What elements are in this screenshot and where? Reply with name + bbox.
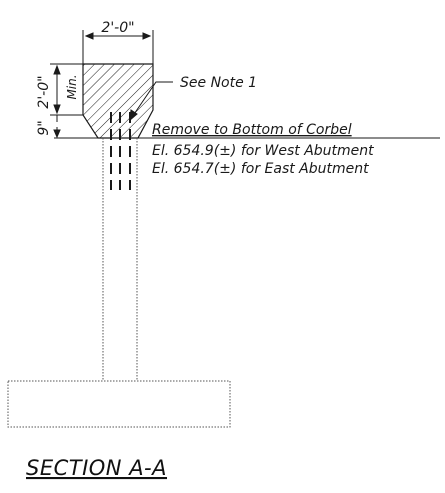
section-title: SECTION A-A	[26, 456, 167, 480]
note-leader	[129, 81, 173, 122]
chamfer-dimension-label: 9"	[36, 120, 52, 135]
see-note-label: See Note 1	[180, 75, 257, 91]
top-width-label: 2'-0"	[101, 20, 134, 36]
footing	[7, 380, 231, 428]
removal-note: Remove to Bottom of Corbel	[152, 122, 352, 138]
reinforcing-bars	[110, 112, 131, 190]
wall-stem	[102, 138, 138, 381]
west-elevation-note: El. 654.9(±) for West Abutment	[152, 143, 374, 159]
corbel-height-label: 2'-0"	[36, 75, 52, 108]
corbel-height-qualifier: Min.	[65, 74, 79, 99]
corbel-height-dimension	[50, 63, 98, 139]
east-elevation-note: El. 654.7(±) for East Abutment	[152, 161, 369, 177]
top-width-dimension	[82, 30, 154, 64]
